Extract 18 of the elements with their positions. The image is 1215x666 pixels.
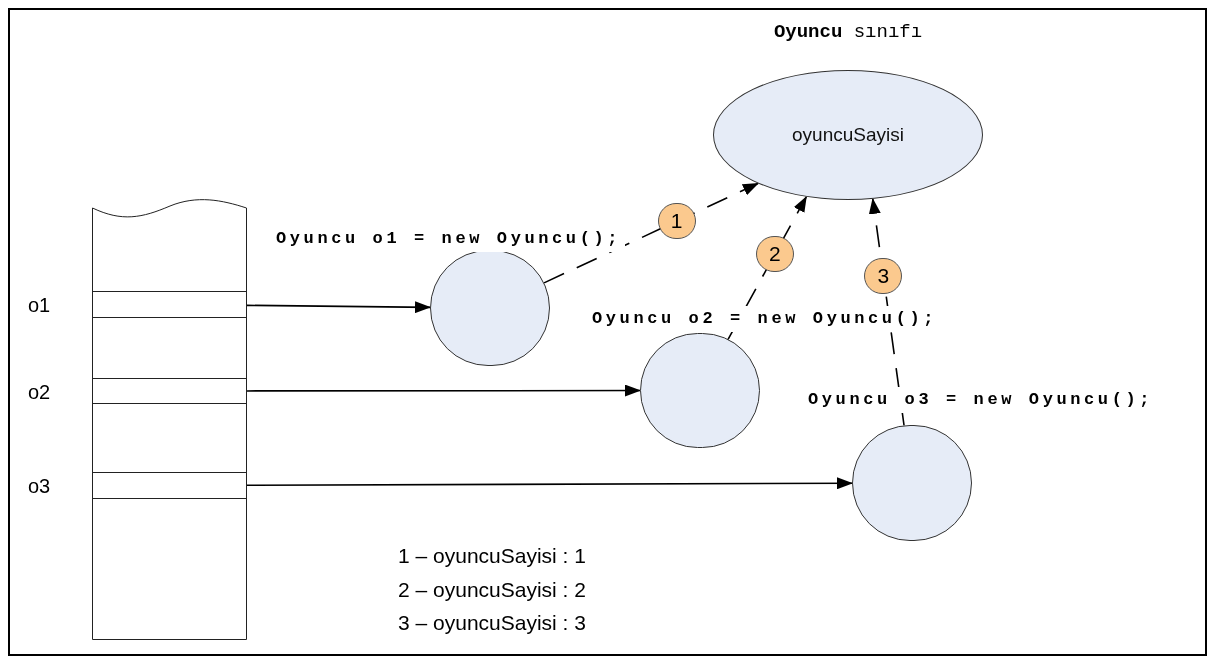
legend-note: 3 – oyuncuSayisi : 3 [398, 610, 586, 636]
class-heading: Oyuncu sınıfı [772, 20, 924, 45]
memory-slot [92, 378, 247, 404]
memory-slot [92, 291, 247, 318]
step-number: 3 [864, 257, 903, 294]
memory-stack [92, 198, 247, 640]
variable-name: o2 [28, 380, 51, 405]
step-number: 1 [657, 203, 696, 240]
variable-name: o1 [28, 293, 51, 318]
memory-slot [92, 472, 247, 499]
arrow [246, 384, 641, 397]
legend-note: 2 – oyuncuSayisi : 2 [398, 577, 586, 603]
field-name: oyuncuSayisi [792, 122, 904, 147]
legend-note: 1 – oyuncuSayisi : 1 [398, 543, 586, 569]
arrow [246, 301, 431, 314]
variable-name: o3 [28, 474, 51, 499]
step-number: 2 [755, 235, 794, 272]
arrow [246, 477, 853, 490]
